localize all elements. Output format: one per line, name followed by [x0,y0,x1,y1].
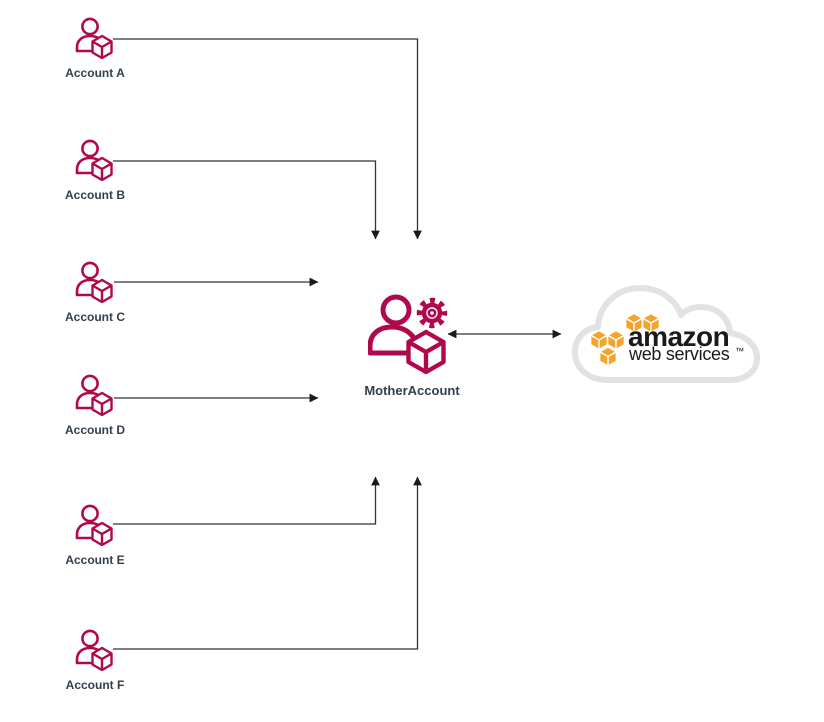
user-head [81,629,99,648]
user-cube-icon [75,17,113,59]
account-f-node[interactable]: Account F [35,629,155,691]
gear-icon [416,297,448,329]
account-c-node[interactable]: Account C [35,261,155,323]
mother-account-node[interactable]: MotherAccount [346,288,478,397]
user-head [81,261,99,280]
user-cube-icon [75,504,113,546]
cube-icon [91,521,113,546]
connector-account-b-to-mother [113,160,380,240]
account-label: Account F [65,678,125,692]
connector-account-a-to-mother [113,38,422,240]
aws-logo-line2: web services [628,344,730,364]
cloud-outline [572,285,760,383]
user-cube-icon [75,139,113,181]
mother-account-label: MotherAccount [364,383,460,398]
user-head [81,17,99,36]
aws-logo-line1: amazon [628,321,729,352]
account-a-node[interactable]: Account A [35,17,155,79]
user-head [81,139,99,158]
cube-icon [406,329,446,375]
account-label: Account A [65,66,125,80]
user-cube-icon [75,374,113,416]
user-cube-icon [75,629,113,671]
connector-account-e-to-mother [113,476,380,525]
connector-account-f-to-mother [113,476,422,650]
account-label: Account B [65,188,125,202]
cube-icon [91,34,113,59]
account-label: Account C [65,310,125,324]
account-d-node[interactable]: Account D [35,374,155,436]
cube-icon [91,156,113,181]
cube-icon [91,646,113,671]
aws-logo-trademark: ™ [735,346,744,356]
cube-icon [91,278,113,303]
aws-cloud-node[interactable]: amazon web services ™ [566,279,766,391]
user-head [380,294,412,326]
aws-cloud-logo: amazon web services ™ [572,285,760,383]
aws-cubes-icon [589,312,661,367]
user-gear-cube-icon [368,294,448,375]
svg-text:web services ™: web services ™ [628,344,744,364]
account-label: Account E [65,553,125,567]
cube-icon [91,391,113,416]
user-torso [368,324,417,356]
account-label: Account D [65,423,125,437]
user-cube-icon [75,261,113,303]
account-e-node[interactable]: Account E [35,504,155,566]
user-head [81,504,99,523]
user-head [81,374,99,393]
account-b-node[interactable]: Account B [35,139,155,201]
